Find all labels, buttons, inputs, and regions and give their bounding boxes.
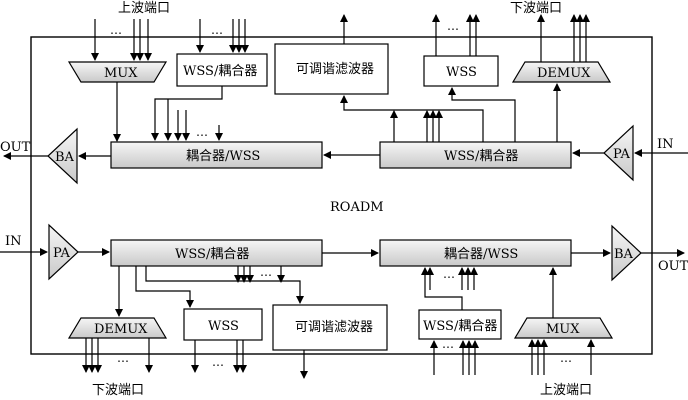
top-demux-label: DEMUX xyxy=(537,66,591,81)
top-wss-coupler-main: WSS/耦合器 xyxy=(379,141,572,169)
top-ba: BA xyxy=(47,127,78,185)
top-tunable-filter-label: 可调谐滤波器 xyxy=(296,62,374,77)
bottom-wss-coupler-small-dots: … xyxy=(442,337,454,351)
top-wss: WSS xyxy=(423,55,499,87)
bottom-coupler-wss-inputs: … xyxy=(426,267,557,318)
top-coupler-dots: … xyxy=(196,125,208,139)
bottom-demux-label: DEMUX xyxy=(94,322,148,337)
top-wss-coupler-main-outputs xyxy=(340,83,561,142)
top-coupler-input-arrows: … xyxy=(151,86,223,141)
bottom-demux-dots: … xyxy=(117,351,129,365)
bottom-ba: BA xyxy=(611,224,642,282)
top-wss-dots: … xyxy=(447,19,459,33)
bottom-mux-input-arrows: … xyxy=(528,339,595,375)
bottom-wss-coupler-dots: … xyxy=(260,265,272,279)
top-wss-coupler-small-dots: … xyxy=(211,23,223,37)
bottom-add-ports-label: 上波端口 xyxy=(540,383,592,398)
bottom-coupler-wss-main-label: 耦合器/WSS xyxy=(444,247,518,262)
top-wss-coupler-small-arrows: … xyxy=(196,19,249,53)
bottom-demux: DEMUX xyxy=(67,317,168,339)
bottom-mux-dots: … xyxy=(560,351,572,365)
top-mux: MUX xyxy=(67,61,168,83)
top-wss-coupler-main-label: WSS/耦合器 xyxy=(444,149,518,164)
top-wss-output-arrows: … xyxy=(432,14,480,56)
bottom-wss-coupler-small-label: WSS/耦合器 xyxy=(423,319,497,334)
bottom-mux-label: MUX xyxy=(546,322,580,337)
top-demux: DEMUX xyxy=(511,61,612,83)
top-coupler-wss-main: 耦合器/WSS xyxy=(110,141,323,169)
bottom-pa-label: PA xyxy=(53,246,71,261)
bottom-ba-label: BA xyxy=(614,247,634,262)
bottom-wss-coupler-small-inputs: … xyxy=(430,337,479,375)
roadm-frame xyxy=(30,36,653,355)
bottom-wss-output-arrows: … xyxy=(191,340,247,373)
top-wss-coupler-small-label: WSS/耦合器 xyxy=(183,64,257,79)
bottom-out-label: OUT xyxy=(658,259,688,274)
bottom-tunable-filter-label: 可调谐滤波器 xyxy=(295,320,373,335)
top-mux-label: MUX xyxy=(104,66,138,81)
bottom-tunable-filter: 可调谐滤波器 xyxy=(272,304,388,351)
bottom-demux-output-arrows: … xyxy=(82,338,153,373)
bottom-wss-coupler-outputs: … xyxy=(115,265,304,317)
bottom-mux: MUX xyxy=(513,317,614,339)
bottom-pa: PA xyxy=(48,223,79,281)
top-ba-label: BA xyxy=(55,150,75,165)
bottom-in-label: IN xyxy=(5,234,22,249)
top-pa: PA xyxy=(603,124,634,182)
top-out-label: OUT xyxy=(0,140,31,155)
bottom-wss: WSS xyxy=(183,308,263,341)
top-wss-coupler-small: WSS/耦合器 xyxy=(176,53,268,87)
bottom-wss-coupler-main-label: WSS/耦合器 xyxy=(175,247,249,262)
top-coupler-wss-main-label: 耦合器/WSS xyxy=(186,149,260,164)
top-add-ports-label: 上波端口 xyxy=(118,1,170,16)
top-mux-dots: … xyxy=(110,23,122,37)
top-tunable-filter: 可调谐滤波器 xyxy=(274,43,389,95)
roadm-label: ROADM xyxy=(330,200,384,215)
bottom-coupler-wss-main: 耦合器/WSS xyxy=(379,239,572,267)
bottom-wss-coupler-main: WSS/耦合器 xyxy=(110,239,323,267)
top-wss-label: WSS xyxy=(446,65,477,80)
top-in-label: IN xyxy=(657,137,674,152)
top-mux-input-arrows: … xyxy=(91,19,152,61)
top-pa-label: PA xyxy=(613,147,631,162)
top-drop-ports-label: 下波端口 xyxy=(510,1,562,16)
bottom-coupler-wss-dots: … xyxy=(443,267,455,281)
bottom-drop-ports-label: 下波端口 xyxy=(92,383,144,398)
bottom-wss-label: WSS xyxy=(208,319,239,334)
top-demux-output-arrows xyxy=(537,14,590,62)
bottom-wss-coupler-small: WSS/耦合器 xyxy=(418,309,502,340)
bottom-wss-dots: … xyxy=(212,355,224,369)
